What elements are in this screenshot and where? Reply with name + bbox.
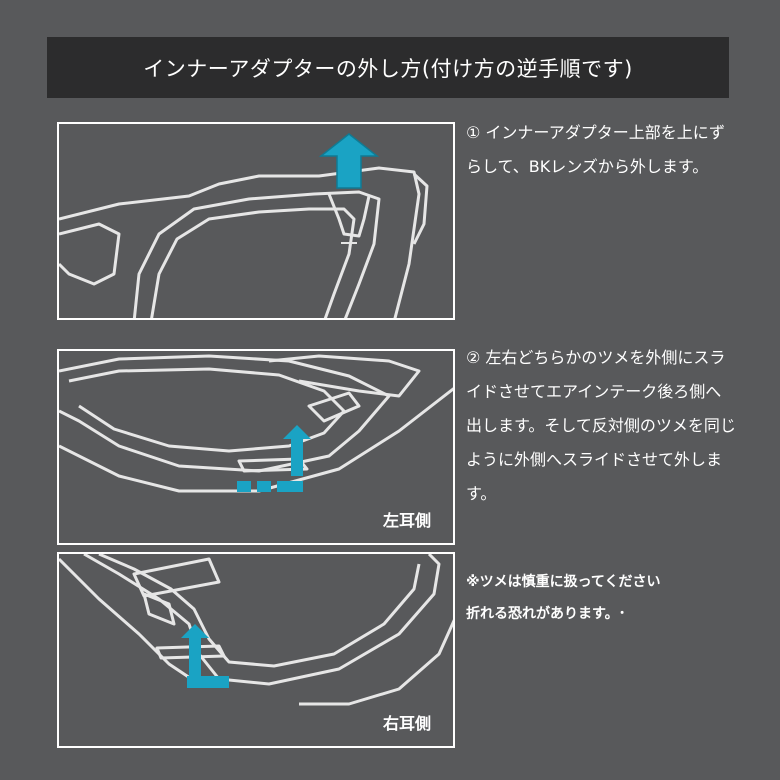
frame-top-illustration xyxy=(59,133,429,318)
illustration-step-2-left: 左耳側 xyxy=(57,349,455,545)
left-ear-label: 左耳側 xyxy=(382,511,431,530)
caution-line-1: ※ツメは慎重に扱ってください xyxy=(466,574,661,590)
page-title: インナーアダプターの外し方(付け方の逆手順です) xyxy=(143,56,633,81)
step-1-text: ① インナーアダプター上部を上にずらして、BKレンズから外します。 xyxy=(466,123,725,176)
step-2-text: ② 左右どちらかのツメを外側にスライドさせてエアインテーク後ろ側へ出します。そし… xyxy=(466,348,736,503)
up-arrow-icon xyxy=(181,624,209,686)
frame-right-illustration xyxy=(59,554,453,706)
illustration-step-2-right: 右耳側 xyxy=(57,552,455,748)
right-ear-label: 右耳側 xyxy=(382,714,431,733)
up-arrow-icon xyxy=(283,425,311,476)
up-arrow-icon xyxy=(318,133,380,189)
illustration-step-1 xyxy=(57,122,455,320)
caution-note: ※ツメは慎重に扱ってください 折れる恐れがあります。･ xyxy=(466,566,736,630)
frame-left-illustration xyxy=(59,354,453,493)
caution-line-2: 折れる恐れがあります。･ xyxy=(466,606,626,622)
page-header: インナーアダプターの外し方(付け方の逆手順です) xyxy=(47,37,729,98)
